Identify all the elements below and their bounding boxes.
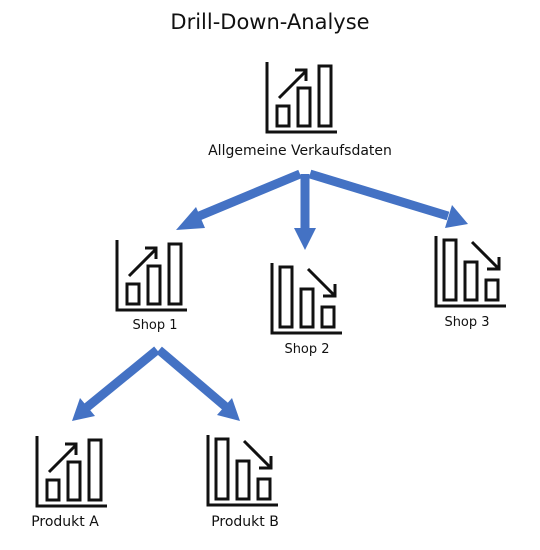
bar-chart-up-icon xyxy=(115,238,189,312)
node-label-shop-3: Shop 3 xyxy=(444,315,490,330)
node-label-shop-2: Shop 2 xyxy=(284,342,330,357)
arrow-shop1-to-produkt-b xyxy=(156,346,240,421)
bar-chart-up-icon xyxy=(265,60,339,134)
node-label-produkt-a: Produkt A xyxy=(31,514,99,530)
connector-arrows xyxy=(72,169,468,421)
arrow-root-to-shop2 xyxy=(294,174,316,250)
bar-chart-down-icon xyxy=(206,433,280,507)
bar-chart-down-icon xyxy=(270,261,344,335)
node-label-root: Allgemeine Verkaufsdaten xyxy=(208,143,392,159)
bar-chart-up-icon xyxy=(35,434,109,508)
arrow-root-to-shop3 xyxy=(308,169,468,228)
diagram-title: Drill-Down-Analyse xyxy=(170,10,370,34)
node-label-shop-1: Shop 1 xyxy=(132,318,178,333)
arrow-root-to-shop1 xyxy=(176,169,302,230)
arrow-shop1-to-produkt-a xyxy=(72,346,160,421)
node-label-produkt-b: Produkt B xyxy=(211,514,279,530)
bar-chart-down-icon xyxy=(434,234,508,308)
